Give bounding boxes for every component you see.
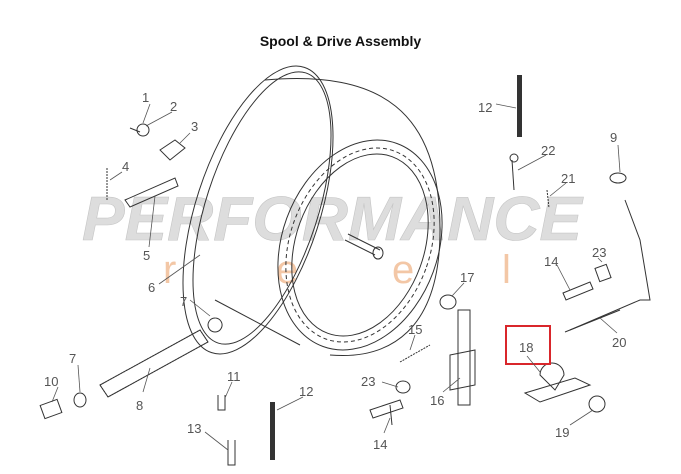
part-label-7: 7 <box>69 351 76 366</box>
part-label-10: 10 <box>44 374 58 389</box>
part-label-14: 14 <box>373 437 387 452</box>
part-label-11: 11 <box>227 369 241 384</box>
part-label-12: 12 <box>299 384 313 399</box>
leader-lines <box>51 103 621 451</box>
part-label-20: 20 <box>612 335 626 350</box>
part-label-4: 4 <box>122 159 129 174</box>
part-label-2: 2 <box>170 99 177 114</box>
part-label-15: 15 <box>408 322 422 337</box>
part-label-3: 3 <box>191 119 198 134</box>
part-label-23: 23 <box>592 245 606 260</box>
watermark-brand: PERFORMANCE <box>82 185 584 254</box>
part-label-7: 7 <box>180 294 187 309</box>
watermark-letter: l <box>502 248 511 292</box>
highlight-box-18 <box>505 325 551 365</box>
part-label-17: 17 <box>460 270 474 285</box>
watermark: PERFORMANCE r e e l <box>82 185 584 292</box>
spool-drum <box>182 65 443 357</box>
part-label-23: 23 <box>361 374 375 389</box>
part-label-6: 6 <box>148 280 155 295</box>
parts-drawings <box>39 75 651 466</box>
part-label-21: 21 <box>561 171 575 186</box>
part-label-5: 5 <box>143 248 150 263</box>
watermark-letter: e <box>392 248 414 292</box>
watermark-letter: r <box>163 248 176 292</box>
part-label-8: 8 <box>136 398 143 413</box>
diagram-title: Spool & Drive Assembly <box>259 33 422 49</box>
part-label-18: 18 <box>519 340 533 355</box>
part-label-1: 1 <box>142 90 149 105</box>
part-label-9: 9 <box>610 130 617 145</box>
part-label-13: 13 <box>187 421 201 436</box>
part-label-19: 19 <box>555 425 569 440</box>
part-labels: 1 2 3 4 5 6 7 7 8 10 11 12 13 12 22 21 9… <box>44 90 626 452</box>
part-label-22: 22 <box>541 143 555 158</box>
part-label-12: 12 <box>478 100 492 115</box>
part-label-14: 14 <box>544 254 558 269</box>
part-label-16: 16 <box>430 393 444 408</box>
